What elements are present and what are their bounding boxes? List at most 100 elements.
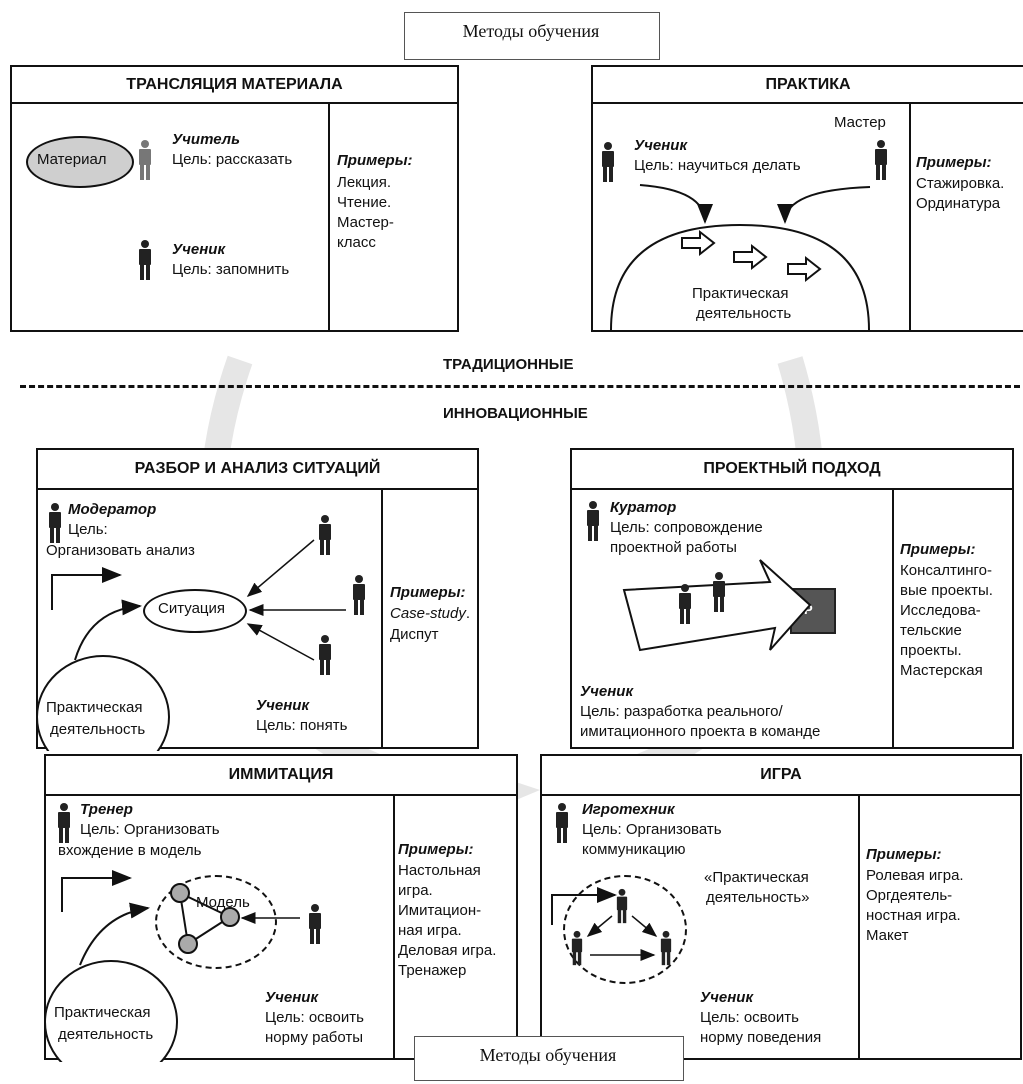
student-goal-6-0: Цель: освоить (700, 1009, 799, 1026)
example-5-2: Имитацион- (398, 902, 482, 919)
student-person-icon-3b (353, 575, 365, 615)
example-case-study: Case-study (390, 605, 466, 622)
model-node-1 (170, 883, 190, 903)
examples-title-1: Примеры: (337, 152, 413, 169)
student-goal-6-1: норму поведения (700, 1029, 822, 1046)
arrow-activity-to-situation (74, 599, 142, 661)
example-1-3: класс (337, 234, 376, 251)
example-4-1: вые проекты. (900, 582, 993, 599)
trainer-goal-1: вхождение в модель (58, 842, 202, 859)
example-5-0: Настольная (398, 862, 481, 879)
curator-goal-1: проектной работы (610, 539, 737, 556)
student-goal-4-1: имитационного проекта в команде (580, 723, 821, 740)
example-3-case-line: Case-study. (390, 604, 470, 623)
analysis-activity-0: Практическая (46, 699, 143, 716)
game-person-icon-1 (616, 888, 628, 924)
analysis-activity-circle (36, 655, 170, 751)
situation-label: Ситуация (158, 600, 226, 617)
examples-title-5: Примеры: (398, 841, 474, 858)
student-person-icon-2 (602, 142, 614, 182)
traditional-label: ТРАДИЦИОННЫЕ (443, 356, 574, 373)
student-goal-3: Цель: понять (256, 717, 348, 734)
example-4-0: Консалтинго- (900, 562, 992, 579)
example-4-2: Исследова- (900, 602, 981, 619)
imitation-activity-0: Практическая (54, 1004, 151, 1021)
game-activity-1: деятельность» (706, 889, 810, 906)
student-role-3: Ученик (256, 697, 310, 714)
arrow-master-to-practice (777, 186, 871, 224)
model-dashed-ellipse (155, 875, 277, 969)
imitation-title: ИММИТАЦИЯ (46, 756, 516, 796)
game-dashed-circle (563, 875, 687, 984)
example-4-4: проекты. (900, 642, 962, 659)
example-3-dispute: Диспут (390, 626, 439, 643)
open-arrow-icon-3 (787, 255, 822, 283)
moderator-goal-1: Организовать анализ (46, 542, 195, 559)
student-role-5: Ученик (265, 989, 319, 1006)
example-2-1: Ординатура (916, 195, 1001, 212)
p-label: P (804, 602, 813, 617)
example-5-1: игра. (398, 882, 433, 899)
trainer-role: Тренер (80, 801, 133, 818)
gametech-role: Игротехник (582, 801, 675, 818)
student-goal-5-1: норму работы (265, 1029, 364, 1046)
imitation-activity-1: деятельность (58, 1026, 154, 1043)
translation-box: ТРАНСЛЯЦИЯ МАТЕРИАЛА (10, 65, 459, 332)
practice-box: ПРАКТИКА (591, 65, 1023, 332)
student-role-6: Ученик (700, 989, 754, 1006)
moderator-person-icon (49, 503, 61, 543)
example-5-4: Деловая игра. (398, 942, 497, 959)
student-role-2: Ученик (634, 137, 688, 154)
examples-title-4: Примеры: (900, 541, 976, 558)
model-node-3 (178, 934, 198, 954)
example-6-3: Макет (866, 927, 909, 944)
loop-arrow-imitation (61, 870, 132, 912)
project-title: ПРОЕКТНЫЙ ПОДХОД (572, 450, 1012, 490)
model-node-2 (220, 907, 240, 927)
teacher-goal: Цель: рассказать (172, 151, 293, 168)
innovative-label: ИННОВАЦИОННЫЕ (443, 405, 588, 422)
student-person-icon-1 (139, 240, 151, 280)
examples-title-6: Примеры: (866, 846, 942, 863)
example-1-0: Лекция. (337, 174, 392, 191)
material-ellipse (26, 136, 134, 188)
material-label: Материал (37, 151, 107, 168)
student-role-1: Ученик (172, 241, 226, 258)
example-4-3: тельские (900, 622, 962, 639)
example-5-3: ная игра. (398, 922, 462, 939)
example-6-0: Ролевая игра. (866, 867, 964, 884)
practice-title: ПРАКТИКА (593, 67, 1023, 104)
arrow-student-to-practice (639, 184, 713, 224)
top-title: Методы обучения (462, 21, 600, 41)
top-title-box (404, 12, 660, 60)
student-person-icon-3a (319, 515, 331, 555)
teacher-person-icon (139, 140, 151, 180)
game-person-icon-2 (571, 930, 583, 966)
arrow-activity-to-model (79, 902, 150, 966)
game-title: ИГРА (542, 756, 1020, 796)
open-arrow-icon-2 (733, 243, 768, 271)
moderator-goal-0: Цель: (68, 521, 108, 538)
open-arrow-icon-1 (681, 229, 716, 257)
curator-role: Куратор (610, 499, 677, 516)
example-4-5: Мастерская (900, 662, 983, 679)
trainer-person-icon (58, 803, 70, 843)
imitation-activity-circle (44, 960, 178, 1062)
loop-arrow-analysis (51, 567, 122, 610)
student-person-icon-3c (319, 635, 331, 675)
situation-ellipse (143, 589, 247, 633)
example-2-0: Стажировка. (916, 175, 1005, 192)
trainer-goal-0: Цель: Организовать (80, 821, 220, 838)
example-6-1: Оргдеятель- (866, 887, 953, 904)
master-label: Мастер (834, 114, 886, 131)
example-1-1: Чтение. (337, 194, 392, 211)
example-6-2: ностная игра. (866, 907, 961, 924)
curator-goal-0: Цель: сопровождение (610, 519, 763, 536)
practice-activity-1: деятельность (696, 305, 792, 322)
gametech-person-icon (556, 803, 568, 843)
game-person-icon-3 (660, 930, 672, 966)
divider-dashed-line (20, 385, 1020, 388)
teacher-role: Учитель (172, 131, 240, 148)
practice-dome (610, 223, 870, 331)
curator-person-icon (587, 501, 599, 541)
